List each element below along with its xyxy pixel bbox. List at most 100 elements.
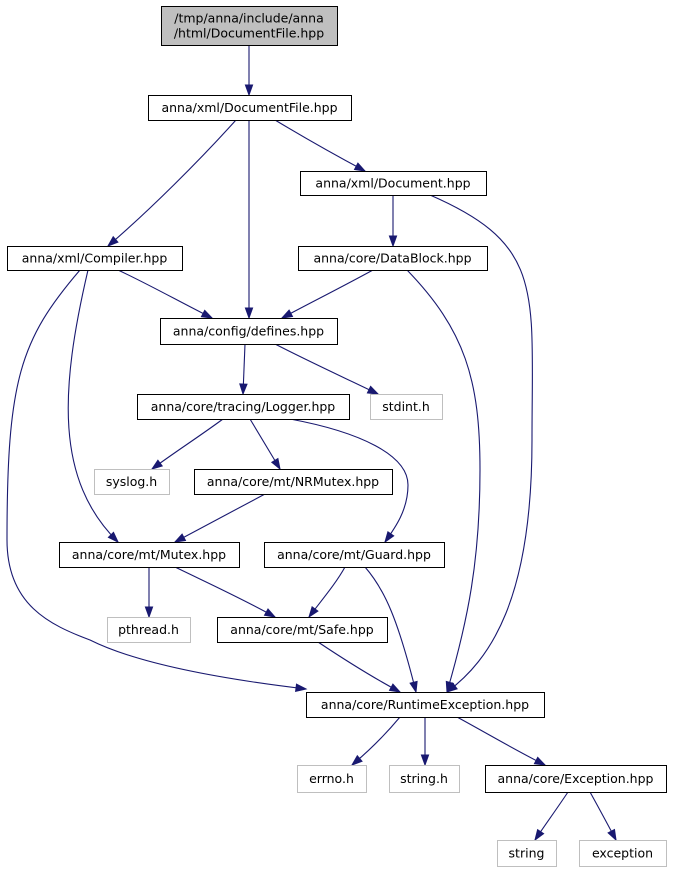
edge-line — [406, 269, 481, 693]
edge-line — [151, 418, 224, 470]
arrowhead — [173, 533, 187, 543]
arrowhead — [534, 828, 545, 842]
arrowhead — [107, 531, 120, 544]
edges-layer — [6, 45, 617, 842]
node-core-datablock[interactable]: anna/core/DataBlock.hpp — [298, 246, 488, 271]
arrowhead — [607, 828, 617, 842]
edge-line — [429, 194, 533, 693]
node-label: anna/core/mt/Guard.hpp — [277, 547, 431, 562]
edge-xml_documentfile-to-config_defines — [244, 120, 254, 320]
node-label: anna/xml/Document.hpp — [315, 176, 470, 191]
edge-mt_nrmutex-to-mt_mutex — [173, 493, 266, 543]
node-box — [389, 765, 460, 793]
arrowhead — [244, 307, 254, 320]
node-box — [579, 840, 667, 867]
edge-line — [6, 269, 307, 690]
node-label: anna/core/Exception.hpp — [498, 771, 654, 786]
node-root[interactable]: /tmp/anna/include/anna/html/DocumentFile… — [161, 6, 338, 46]
node-syslog[interactable]: syslog.h — [94, 469, 170, 495]
node-box — [264, 542, 445, 568]
node-box — [107, 617, 191, 643]
arrowhead — [350, 754, 363, 766]
node-mt-safe[interactable]: anna/core/mt/Safe.hpp — [217, 617, 388, 643]
node-errno[interactable]: errno.h — [297, 765, 367, 793]
node-stdint[interactable]: stdint.h — [370, 394, 443, 420]
edge-mt_mutex-to-mt_safe — [174, 566, 277, 618]
node-xml-documentfile[interactable]: anna/xml/DocumentFile.hpp — [148, 95, 352, 121]
node-label: anna/core/DataBlock.hpp — [313, 251, 471, 266]
arrowhead — [353, 162, 367, 172]
edge-line — [281, 269, 374, 319]
edge-line — [289, 418, 409, 543]
arrowhead — [239, 383, 248, 396]
node-label: stdint.h — [382, 399, 430, 414]
node-box — [94, 469, 170, 495]
node-xml-compiler[interactable]: anna/xml/Compiler.hpp — [7, 246, 183, 271]
edge-root-to-xml_documentfile — [244, 45, 254, 97]
arrowhead — [409, 680, 418, 694]
edge-core_datablock-to-config_defines — [280, 269, 374, 319]
edge-core_runtimeexception-to-core_exception — [456, 716, 547, 766]
edge-core_datablock-to-core_runtimeexception — [406, 269, 481, 694]
arrowhead — [244, 84, 254, 97]
edge-line — [317, 641, 401, 693]
node-label: anna/core/mt/Mutex.hpp — [72, 547, 226, 562]
node-string[interactable]: string — [497, 840, 557, 867]
edge-core_logger-to-mt_nrmutex — [249, 418, 281, 471]
arrowhead — [533, 756, 547, 766]
node-config-defines[interactable]: anna/config/defines.hpp — [160, 318, 338, 345]
edge-line — [174, 566, 276, 618]
arrowhead — [280, 309, 294, 319]
arrowhead — [106, 235, 119, 247]
edge-mt_guard-to-core_runtimeexception — [364, 566, 418, 694]
edge-core_logger-to-mt_guard — [289, 418, 409, 544]
node-mt-mutex[interactable]: anna/core/mt/Mutex.hpp — [59, 542, 240, 568]
node-label: anna/core/RuntimeException.hpp — [321, 697, 529, 712]
node-label: errno.h — [309, 771, 354, 786]
arrowhead — [388, 683, 402, 693]
arrowhead — [308, 605, 319, 619]
nodes-layer: /tmp/anna/include/anna/html/DocumentFile… — [7, 6, 667, 867]
node-box — [137, 394, 350, 420]
node-string-h[interactable]: string.h — [389, 765, 460, 793]
edge-config_defines-to-core_logger — [239, 343, 248, 396]
node-box — [160, 318, 338, 345]
arrowhead — [144, 606, 154, 619]
node-label: anna/core/mt/NRMutex.hpp — [207, 474, 379, 489]
arrowhead — [150, 459, 164, 470]
node-box — [298, 246, 488, 271]
arrowhead — [270, 457, 281, 471]
node-box — [194, 469, 393, 495]
edge-core_exception-to-string — [534, 791, 569, 842]
node-mt-guard[interactable]: anna/core/mt/Guard.hpp — [264, 542, 445, 568]
edge-line — [364, 566, 417, 693]
arrowhead — [445, 680, 455, 694]
node-label: syslog.h — [106, 474, 157, 489]
edge-line — [117, 269, 213, 319]
arrowhead — [420, 754, 430, 767]
node-core-exception[interactable]: anna/core/Exception.hpp — [485, 765, 667, 793]
node-label: /html/DocumentFile.hpp — [174, 26, 324, 41]
edge-core_runtimeexception-to-string_h — [420, 717, 430, 767]
node-box — [485, 765, 667, 793]
node-core-logger[interactable]: anna/core/tracing/Logger.hpp — [137, 394, 350, 420]
edge-line — [274, 343, 379, 395]
node-core-runtimeexception[interactable]: anna/core/RuntimeException.hpp — [306, 692, 545, 718]
edge-mt_guard-to-mt_safe — [308, 566, 346, 619]
node-xml-document[interactable]: anna/xml/Document.hpp — [300, 171, 487, 196]
node-pthread[interactable]: pthread.h — [107, 617, 191, 643]
node-box — [217, 617, 388, 643]
arrowhead — [263, 608, 277, 618]
node-label: string.h — [400, 771, 448, 786]
edge-mt_mutex-to-pthread — [144, 567, 154, 619]
arrowhead — [366, 385, 380, 395]
node-mt-nrmutex[interactable]: anna/core/mt/NRMutex.hpp — [194, 469, 393, 495]
edge-xml_documentfile-to-xml_compiler — [106, 119, 237, 247]
edge-core_logger-to-syslog — [150, 418, 224, 470]
node-label: exception — [592, 846, 653, 861]
node-exception[interactable]: exception — [579, 840, 667, 867]
node-label: anna/config/defines.hpp — [173, 324, 324, 339]
node-box — [148, 95, 352, 121]
node-box — [497, 840, 557, 867]
